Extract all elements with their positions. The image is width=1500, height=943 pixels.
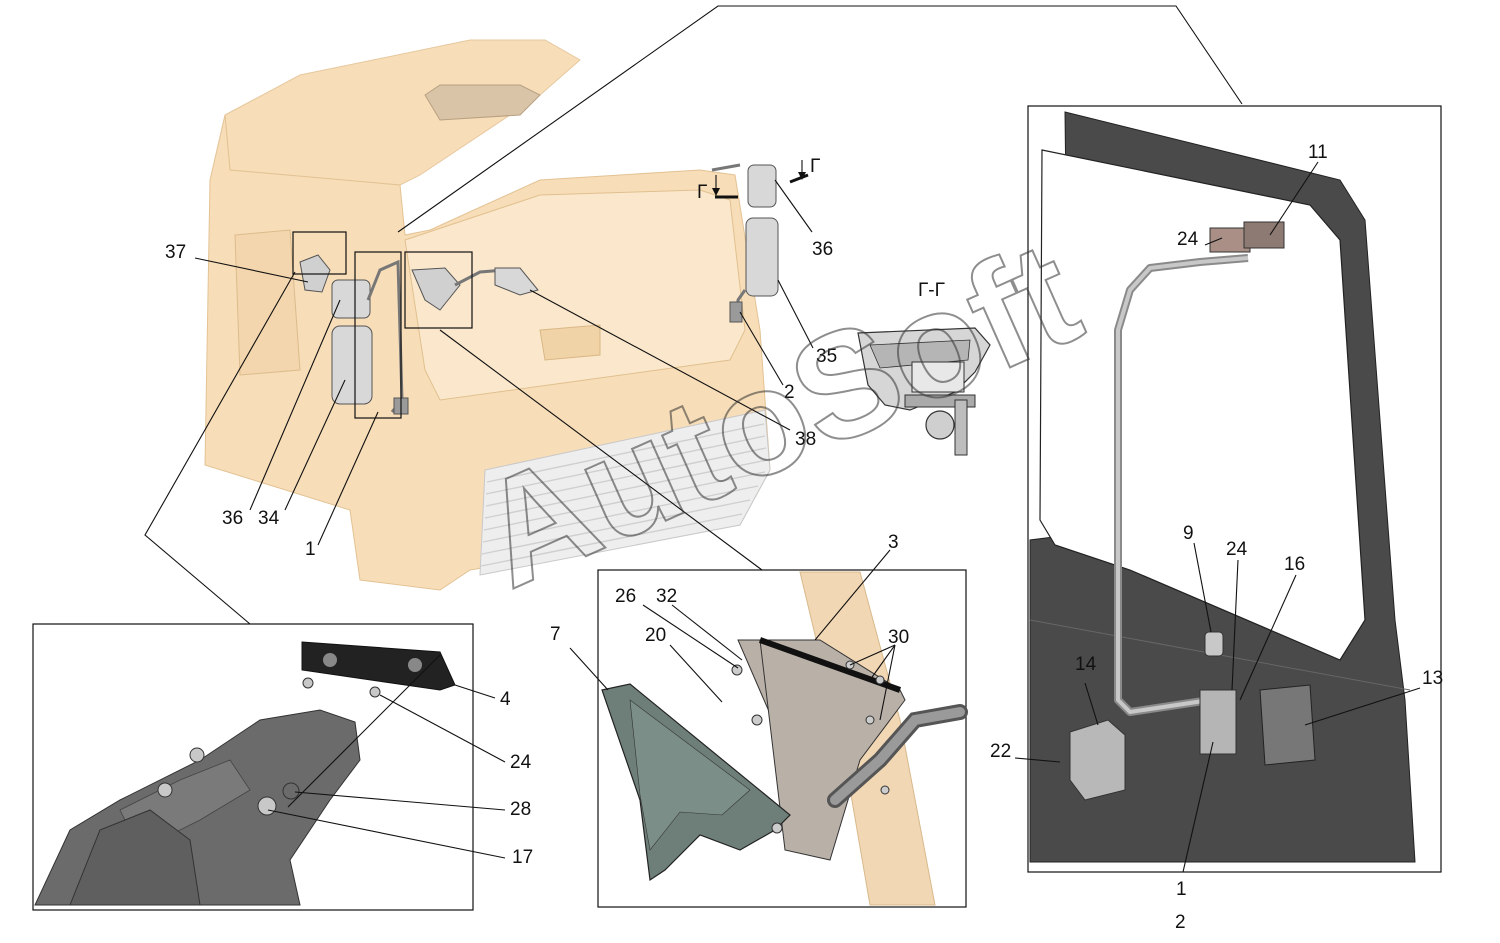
detail-box-38 [404, 251, 473, 329]
detail-panel-door [1027, 105, 1442, 873]
callout-labels: 37 36 34 1 36 35 2 38 11 24 9 24 16 14 1… [165, 142, 1443, 933]
callout-16: 16 [1284, 554, 1305, 575]
callout-14: 14 [1075, 654, 1097, 675]
callout-2-cab: 2 [784, 382, 795, 403]
callout-11: 11 [1308, 142, 1328, 163]
callout-38: 38 [795, 429, 816, 450]
detail-box-left-bracket [354, 251, 402, 419]
section-title: Г-Г [918, 280, 945, 301]
mirror-14 [1069, 719, 1126, 801]
mirror-38 [411, 267, 461, 311]
front-grille [479, 409, 771, 576]
detail-panel-mirror-mount [32, 623, 474, 911]
callout-36-right: 36 [812, 239, 833, 260]
bracket-3 [759, 639, 906, 861]
callout-35: 35 [816, 346, 837, 367]
callout-4: 4 [500, 689, 511, 710]
section-marker-right: Г [810, 156, 820, 177]
door-mirror-arm [1069, 221, 1285, 801]
callout-17: 17 [512, 847, 533, 868]
callout-24-upper: 24 [1177, 229, 1199, 250]
section-view: Г-Г [857, 280, 991, 456]
bracket-detail [601, 571, 968, 906]
callout-34: 34 [258, 508, 280, 529]
callout-1-cab: 1 [305, 539, 316, 560]
mirror-36-left [331, 279, 371, 319]
callout-3: 3 [888, 532, 899, 553]
mirror-mount-detail [34, 641, 456, 906]
callout-22: 22 [990, 741, 1011, 762]
callout-37: 37 [165, 242, 186, 263]
callout-7: 7 [550, 624, 561, 645]
callout-24-door: 24 [1226, 539, 1248, 560]
right-mirror-assembly [411, 163, 779, 323]
callout-36-left: 36 [222, 508, 243, 529]
mirror-35 [745, 217, 779, 297]
callout-13: 13 [1422, 668, 1443, 689]
detail-panel-bracket [597, 569, 967, 908]
mirror-34 [331, 325, 373, 405]
side-window [234, 229, 301, 376]
callout-2-door: 2 [1175, 912, 1186, 933]
callout-20: 20 [645, 625, 666, 646]
callout-28: 28 [510, 799, 531, 820]
lower-hinge-16 [1199, 689, 1237, 755]
roof-hatch [424, 84, 541, 121]
callout-24-mount: 24 [510, 752, 532, 773]
mirror-36-right [747, 164, 777, 208]
callout-30: 30 [888, 627, 909, 648]
plate-4 [301, 641, 456, 691]
detail-box-37 [292, 231, 347, 275]
section-marker-left: Г [697, 182, 707, 203]
windshield-opening [404, 189, 746, 401]
callout-32: 32 [656, 586, 677, 607]
callout-1-door: 1 [1176, 879, 1187, 900]
cap-9 [1204, 631, 1224, 657]
callout-26: 26 [615, 586, 636, 607]
left-mirror-assembly [299, 254, 409, 415]
callout-9: 9 [1183, 523, 1194, 544]
section-marker: Г Г [697, 156, 820, 203]
leader-lines [144, 5, 1421, 873]
